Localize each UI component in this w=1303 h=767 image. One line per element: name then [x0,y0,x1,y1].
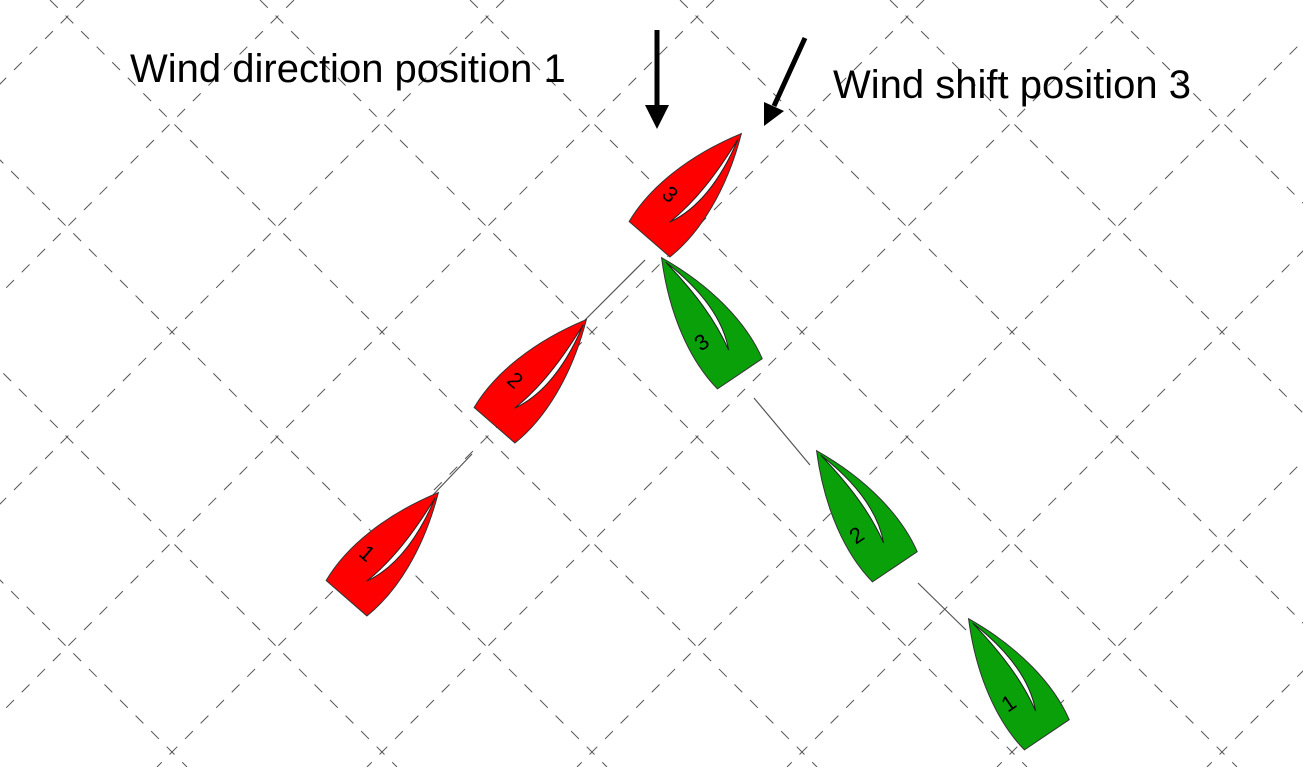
wind-shift-label: Wind shift position 3 [833,63,1191,107]
boat-sail [820,454,885,544]
boat-hull [628,132,743,258]
green-boat-3: 3 [660,256,763,390]
green-boat-track [753,397,967,631]
grid-line [156,0,925,767]
boat-sail [669,138,739,223]
wind-direction-label: Wind direction position 1 [130,47,566,91]
grid-line [49,0,818,767]
grid-line [0,0,715,715]
grid-line [0,0,295,295]
grid-line [0,369,398,767]
boat-sail [972,622,1037,712]
grid-line [1206,670,1303,767]
grid-line [889,0,1303,414]
grid-line [1099,0,1303,204]
red-boat-3: 3 [628,132,743,258]
red-boat-2: 2 [473,318,588,444]
boat-sail [514,324,584,409]
red-boat-track [431,259,646,497]
grid-line [0,579,188,767]
grid-line [0,0,85,85]
boat-hull [325,491,440,617]
grid-line [469,0,1238,767]
grid-line [0,0,505,505]
green-boat-2: 2 [815,449,918,583]
boat-hull [660,256,763,390]
boat-hull [815,449,918,583]
grid-line [786,250,1303,767]
boat-hull [473,318,588,444]
grid-line [996,460,1303,767]
grid-line [259,0,1028,767]
red-boat-1: 1 [325,491,440,617]
wind-direction-arrow [645,30,669,129]
grid-line [576,40,1303,767]
grid-line [0,159,608,767]
boat-hull [967,617,1070,751]
grid-line [366,0,1135,767]
green-boat-1: 1 [967,617,1070,751]
boat-sail [366,497,436,582]
wind-shift-arrow [764,36,808,126]
boat-sail [665,261,730,351]
grid-line [679,0,1303,624]
